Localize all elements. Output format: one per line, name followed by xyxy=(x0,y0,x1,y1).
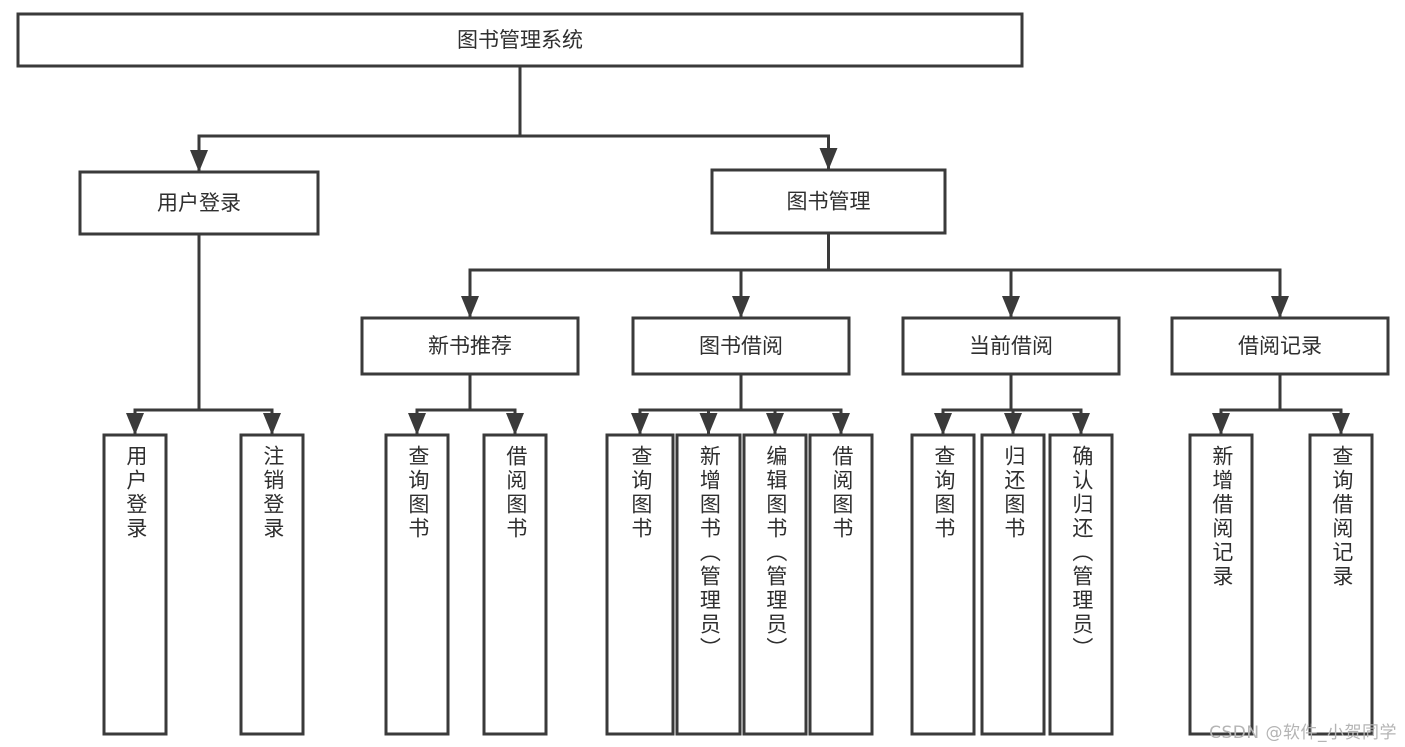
arrow-head-icon-book-manage xyxy=(819,148,838,170)
arrow-head-icon-current-borrow xyxy=(1002,296,1020,318)
node-box-current-borrow[interactable] xyxy=(901,316,1121,376)
arrow-head-icon-leaf-query-book-1 xyxy=(408,413,426,435)
connector-layer xyxy=(126,64,1350,437)
node-box-borrow-record[interactable] xyxy=(1170,316,1390,376)
node-box-leaf-confirm-return-admin[interactable] xyxy=(1048,433,1114,736)
arrow-head-icon-leaf-return-book xyxy=(1004,413,1022,435)
arrow-head-icon-leaf-query-book-3 xyxy=(934,413,952,435)
node-box-user-login[interactable] xyxy=(78,170,320,236)
node-box-leaf-borrow-book-1[interactable] xyxy=(482,433,548,736)
node-box-leaf-query-borrow-record[interactable] xyxy=(1308,433,1374,736)
arrow-head-icon-leaf-query-book-2 xyxy=(631,413,649,435)
arrow-head-icon-leaf-borrow-book-1 xyxy=(506,413,524,435)
node-box-leaf-edit-book-admin[interactable] xyxy=(742,433,808,736)
node-box-layer xyxy=(16,12,1390,736)
arrow-head-icon-leaf-edit-book-admin xyxy=(766,413,784,435)
arrow-head-icon-leaf-confirm-return-admin xyxy=(1072,413,1090,435)
arrow-head-icon-user-login xyxy=(190,150,208,172)
node-box-leaf-add-borrow-record[interactable] xyxy=(1188,433,1254,736)
node-box-book-borrow[interactable] xyxy=(631,316,851,376)
node-label-book-manage: 图书管理 xyxy=(787,190,871,214)
node-box-leaf-logout-login[interactable] xyxy=(239,433,305,736)
arrow-head-icon-borrow-record xyxy=(1271,296,1289,318)
node-label-current-borrow: 当前借阅 xyxy=(969,334,1053,358)
node-box-book-manage[interactable] xyxy=(710,168,947,235)
arrow-head-icon-leaf-add-book-admin xyxy=(699,413,718,435)
node-box-new-book-recommend[interactable] xyxy=(360,316,580,376)
node-box-leaf-query-book-3[interactable] xyxy=(910,433,976,736)
arrow-head-icon-leaf-query-borrow-record xyxy=(1332,413,1350,435)
arrow-head-icon-new-book-recommend xyxy=(461,296,479,318)
node-label-new-book-recommend: 新书推荐 xyxy=(428,334,512,358)
node-label-book-borrow: 图书借阅 xyxy=(699,334,783,358)
node-box-leaf-user-login[interactable] xyxy=(102,433,168,736)
node-box-leaf-return-book[interactable] xyxy=(980,433,1046,736)
arrow-head-icon-book-borrow xyxy=(732,296,750,318)
node-box-leaf-query-book-1[interactable] xyxy=(384,433,450,736)
node-label-borrow-record: 借阅记录 xyxy=(1238,334,1322,358)
node-label-user-login: 用户登录 xyxy=(157,191,241,215)
arrow-head-icon-leaf-add-borrow-record xyxy=(1212,413,1230,435)
node-box-leaf-borrow-book-2[interactable] xyxy=(808,433,874,736)
arrow-head-icon-leaf-logout-login xyxy=(263,413,281,435)
arrow-head-icon-leaf-borrow-book-2 xyxy=(832,413,850,435)
watermark-text: CSDN @软件_小贺同学 xyxy=(1209,723,1397,743)
node-label-root: 图书管理系统 xyxy=(457,28,583,52)
node-box-leaf-query-book-2[interactable] xyxy=(605,433,675,736)
node-box-root[interactable] xyxy=(16,12,1024,68)
node-box-leaf-add-book-admin[interactable] xyxy=(675,433,742,736)
arrow-head-icon-leaf-user-login xyxy=(126,413,144,435)
